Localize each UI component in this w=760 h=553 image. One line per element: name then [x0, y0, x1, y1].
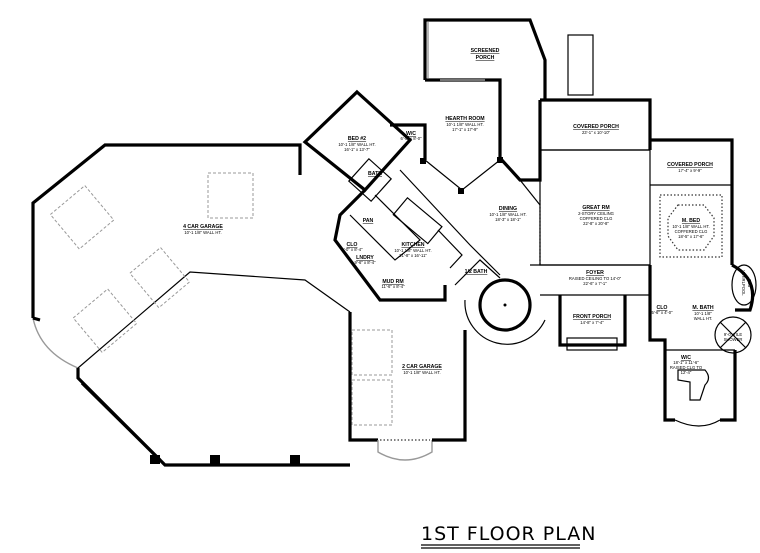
- foyer-label: FOYER: [586, 270, 604, 276]
- bed2-size: 16'-1" x 13'-7": [344, 147, 370, 152]
- wic-label: W/C: [681, 355, 691, 361]
- kitchen-height: 10'-1 1/8" WALL HT.: [394, 248, 431, 253]
- kitchen-wing: [333, 188, 501, 302]
- great-room-area: [539, 98, 734, 266]
- foyer-ceiling: RAISED CEILING TO 14'-0": [569, 276, 622, 281]
- covered-porch-1-label: COVERED PORCH: [573, 124, 619, 130]
- mud-rm-size: 11'-6" x 8'-4": [381, 284, 405, 289]
- tile-shower-label: 9'-0" TILE: [724, 332, 742, 337]
- m-bed-clg: COFFERED CLG: [675, 229, 708, 234]
- screened-porch-label: SCREENED: [471, 48, 500, 54]
- bed2-height: 10'-1 1/8" WALL HT.: [338, 142, 375, 147]
- hearth-room-size: 17'-1" x 17'-9": [452, 127, 478, 132]
- front-porch-size: 14'-8" x 7'-4": [580, 320, 604, 325]
- pan-label: PAN: [363, 218, 374, 224]
- m-bed-height: 10'-1 1/8" WALL HT.: [672, 224, 709, 229]
- clo-master-label: CLO: [657, 305, 668, 311]
- master-suite: [648, 263, 757, 427]
- garage-4-height: 10'-1 1/8" WALL HT.: [184, 230, 221, 235]
- kitchen-size: 21'-8" x 16'-11": [399, 253, 427, 258]
- m-bath-height: 10'-1 1/8": [694, 311, 712, 316]
- garage-2-label: 2 CAR GARAGE: [402, 364, 442, 370]
- wic-ceiling-height: 12'-4": [681, 370, 692, 375]
- m-bath-wall: WALL HT.: [694, 316, 713, 321]
- clo-mud-label: CLO: [347, 242, 358, 248]
- clo-mud-size: 6'-0" x 8'-4": [341, 247, 363, 252]
- front-porch-label: FRONT PORCH: [573, 314, 611, 320]
- wic-size: 18'-1" x 11'-6": [673, 360, 699, 365]
- dining-height: 10'-1 1/8" WALL HT.: [489, 212, 526, 217]
- bath-label: BATH: [368, 171, 382, 177]
- wic-ceiling: RAISED CLG TO: [670, 365, 703, 370]
- great-rm-size: 22'-8" x 20'-8": [583, 221, 609, 226]
- m-bed-size: 18'-5" x 17'-6": [678, 234, 704, 239]
- porch-hearth: [420, 18, 594, 194]
- great-rm-label: GREAT RM: [582, 205, 609, 211]
- lndry-size: 9'-6" x 8'-4": [354, 260, 376, 265]
- kitchen-label: KITCHEN: [401, 242, 424, 248]
- m-bath-label: M. BATH: [692, 305, 713, 311]
- dining-area: [399, 169, 541, 276]
- mud-rm-label: MUD RM: [382, 279, 403, 285]
- bed2-label: BED #2: [348, 136, 366, 142]
- garage-4-label: 4 CAR GARAGE: [183, 224, 223, 230]
- m-bed-label: M. BED: [682, 218, 700, 224]
- plan-title: 1ST FLOOR PLAN: [421, 523, 596, 545]
- covered-porch-2-label: COVERED PORCH: [667, 162, 713, 168]
- foyer-size: 22'-6" x 7'-1": [583, 281, 607, 286]
- wc-bed2-size: 6'-8" x 8'-0": [400, 136, 422, 141]
- garage-4-car: [31, 143, 351, 467]
- foyer-area: [464, 264, 650, 351]
- great-rm-ceiling: 2-STORY CEILING: [578, 211, 614, 216]
- covered-porch-1-size: 23'-1" x 10'-10": [582, 130, 611, 135]
- clo-master-size: 5'-6" x 4'-0": [651, 310, 673, 315]
- half-bath-label: 1/2 BATH: [465, 269, 488, 275]
- hearth-room-height: 10'-1 1/8" WALL HT.: [446, 122, 483, 127]
- garage-2-car: [348, 312, 467, 461]
- great-rm-clg: COFFERED CLG: [580, 216, 613, 221]
- lndry-label: LNDRY: [356, 255, 374, 261]
- hearth-room-label: HEARTH ROOM: [445, 116, 484, 122]
- dining-size: 18'-3" x 18'-1": [495, 217, 521, 222]
- screened-porch-label-2: PORCH: [476, 55, 495, 61]
- wc-bed2-label: W/C: [406, 131, 416, 137]
- covered-porch-2-size: 17'-4" x 9'-9": [678, 168, 702, 173]
- whirlpool-label-2: TUB: [747, 279, 752, 288]
- garage-2-height: 10'-1 1/8" WALL HT.: [403, 370, 440, 375]
- whirlpool-label: WHIRLPOOL: [741, 270, 746, 296]
- tile-shower-label-2: SHOWER: [724, 337, 743, 342]
- dining-label: DINING: [499, 206, 517, 212]
